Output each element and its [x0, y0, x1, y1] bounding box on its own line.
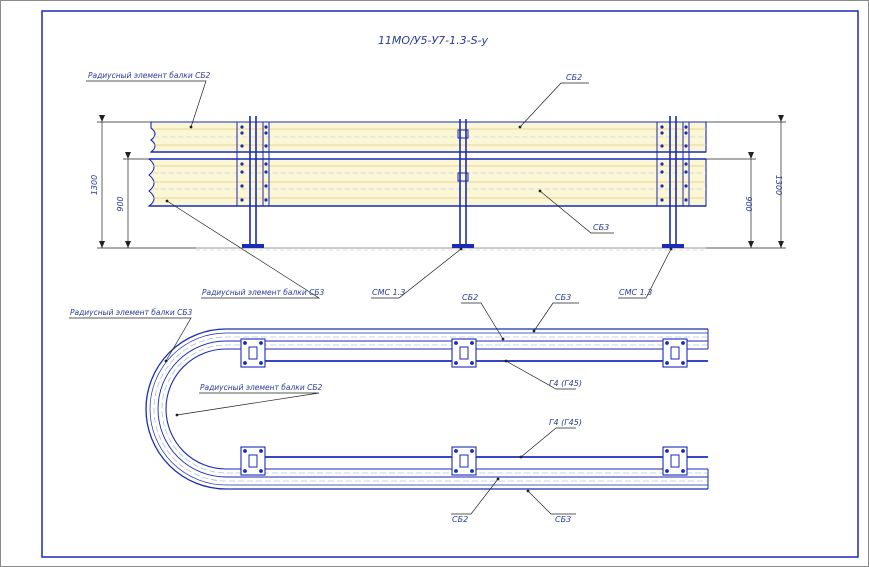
label-plan-bottom-sb3: СБ3	[555, 515, 571, 524]
dim-right-inner: 900	[744, 196, 753, 211]
plan-posts-bottom	[240, 446, 688, 476]
label-beam-sb2: СБ2	[566, 73, 582, 82]
dimensions-right	[706, 115, 786, 249]
label-post-right: СМС 1.3	[619, 288, 652, 297]
beam-sb3-elevation	[147, 158, 707, 207]
label-beam-sb3: СБ3	[593, 223, 609, 232]
label-radius-sb2-plan: Радиусный элемент балки СБ2	[200, 383, 322, 392]
dim-right-outer: 1300	[774, 175, 783, 195]
plan-leaders	[69, 302, 579, 515]
label-plan-top-sb3: СБ3	[555, 293, 571, 302]
label-plan-bottom-g4: Г4 (Г45)	[549, 418, 582, 427]
label-plan-bottom-sb2: СБ2	[452, 515, 468, 524]
label-radius-sb2-elevation: Радиусный элемент балки СБ2	[88, 71, 210, 80]
beam-sb2-elevation	[149, 121, 707, 153]
plan-posts-top	[240, 338, 688, 368]
dim-left-outer: 1300	[90, 175, 99, 195]
dimensions-left	[97, 115, 196, 249]
label-radius-sb3-plan: Радиусный элемент балки СБ3	[70, 308, 192, 317]
plan-view: Радиусный элемент балки СБ3 Радиусный эл…	[69, 293, 709, 524]
post-right-elevation	[656, 116, 690, 248]
elevation-view: 1300 900 900 1300 Радиусный элемент балк…	[86, 71, 786, 299]
dim-left-inner: 900	[116, 196, 125, 211]
u-beam-outer	[145, 328, 709, 490]
drawing-frame	[41, 10, 859, 558]
label-plan-top-g4: Г4 (Г45)	[549, 379, 582, 388]
label-post-mid: СМС 1.3	[372, 288, 405, 297]
elevation-leaders	[86, 80, 672, 299]
label-radius-sb3-elevation: Радиусный элемент балки СБ3	[202, 288, 324, 297]
drawing-title: 11МО/У5-У7-1.3-S-у	[378, 34, 489, 47]
post-left-elevation	[236, 116, 270, 248]
post-mid-elevation	[452, 119, 474, 248]
label-plan-top-sb2: СБ2	[462, 293, 478, 302]
